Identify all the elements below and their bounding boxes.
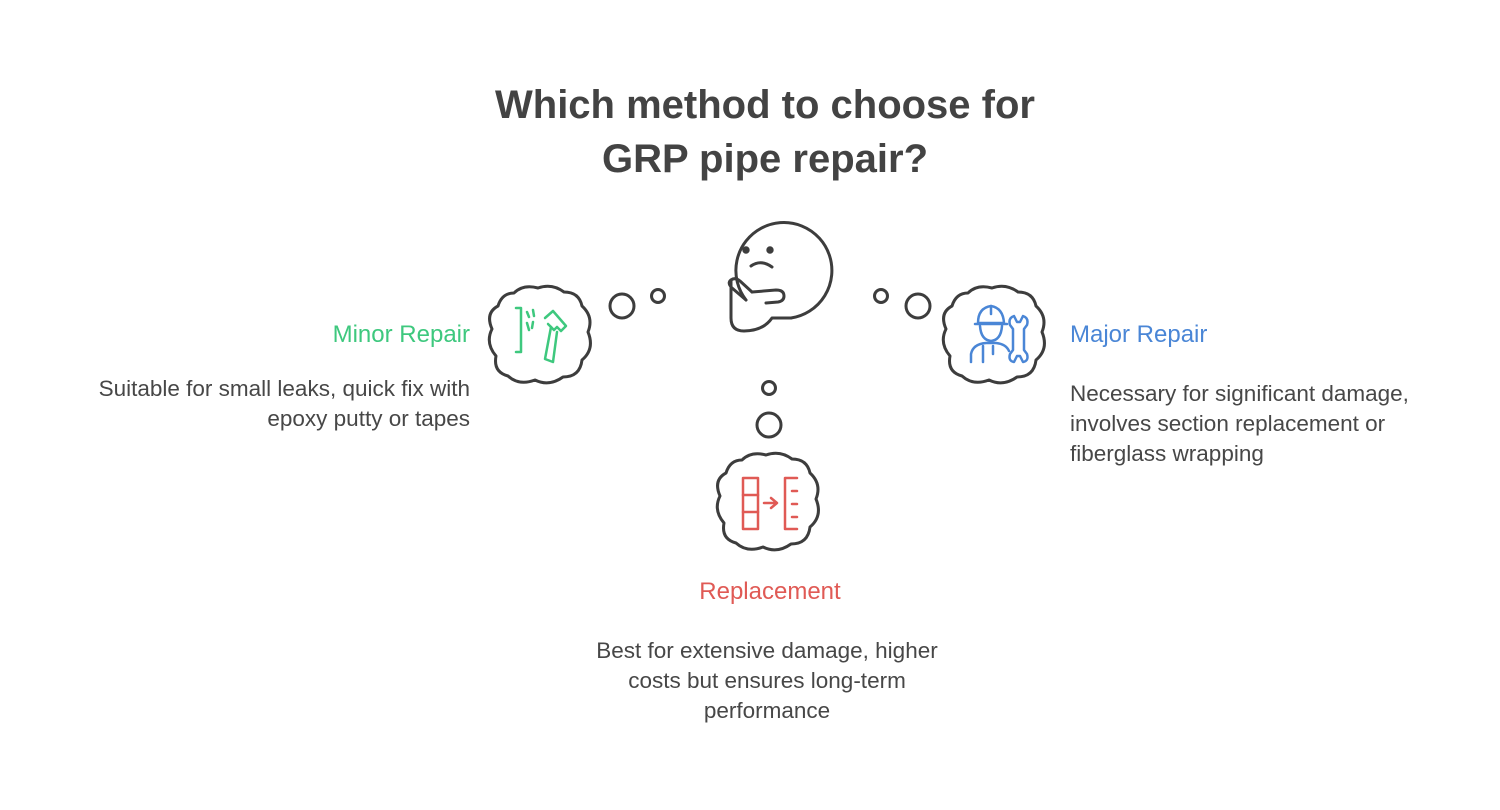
thought-dot-left-small: [650, 288, 666, 304]
major-repair-description: Necessary for significant damage, involv…: [1070, 379, 1409, 469]
worker-wrench-icon: [969, 304, 1029, 364]
minor-desc-line-2: epoxy putty or tapes: [267, 406, 470, 431]
pipe-section-swap-icon: [741, 476, 799, 531]
major-repair-label: Major Repair: [1070, 321, 1208, 348]
major-desc-line-1: Necessary for significant damage,: [1070, 381, 1409, 406]
minor-repair-description: Suitable for small leaks, quick fix with…: [99, 374, 470, 434]
replacement-desc-line-3: performance: [703, 698, 831, 723]
minor-desc-line-1: Suitable for small leaks, quick fix with: [98, 376, 470, 401]
diagram-title: Which method to choose for GRP pipe repa…: [0, 78, 1500, 186]
minor-repair-cloud: [487, 284, 592, 385]
replacement-description: Best for extensive damage, higher costs …: [467, 636, 1067, 726]
major-desc-line-3: fiberglass wrapping: [1070, 441, 1264, 466]
thought-dot-bottom-small: [761, 380, 777, 396]
replacement-desc-line-1: Best for extensive damage, higher: [596, 638, 938, 663]
replacement-label: Replacement: [699, 578, 841, 605]
replacement-cloud: [715, 451, 820, 552]
thought-dot-bottom-large: [755, 411, 783, 439]
major-repair-cloud: [941, 284, 1046, 385]
thought-dot-left-large: [608, 292, 636, 320]
replacement-desc-line-2: costs but ensures long-term: [628, 668, 906, 693]
thinking-face-icon: [727, 221, 834, 333]
title-line-1: Which method to choose for: [495, 83, 1035, 127]
hammer-icon: [514, 306, 568, 364]
title-line-2: GRP pipe repair?: [601, 137, 928, 181]
major-desc-line-2: involves section replacement or: [1070, 411, 1386, 436]
minor-repair-label: Minor Repair: [332, 321, 470, 348]
thought-dot-right-small: [873, 288, 889, 304]
thought-dot-right-large: [904, 292, 932, 320]
